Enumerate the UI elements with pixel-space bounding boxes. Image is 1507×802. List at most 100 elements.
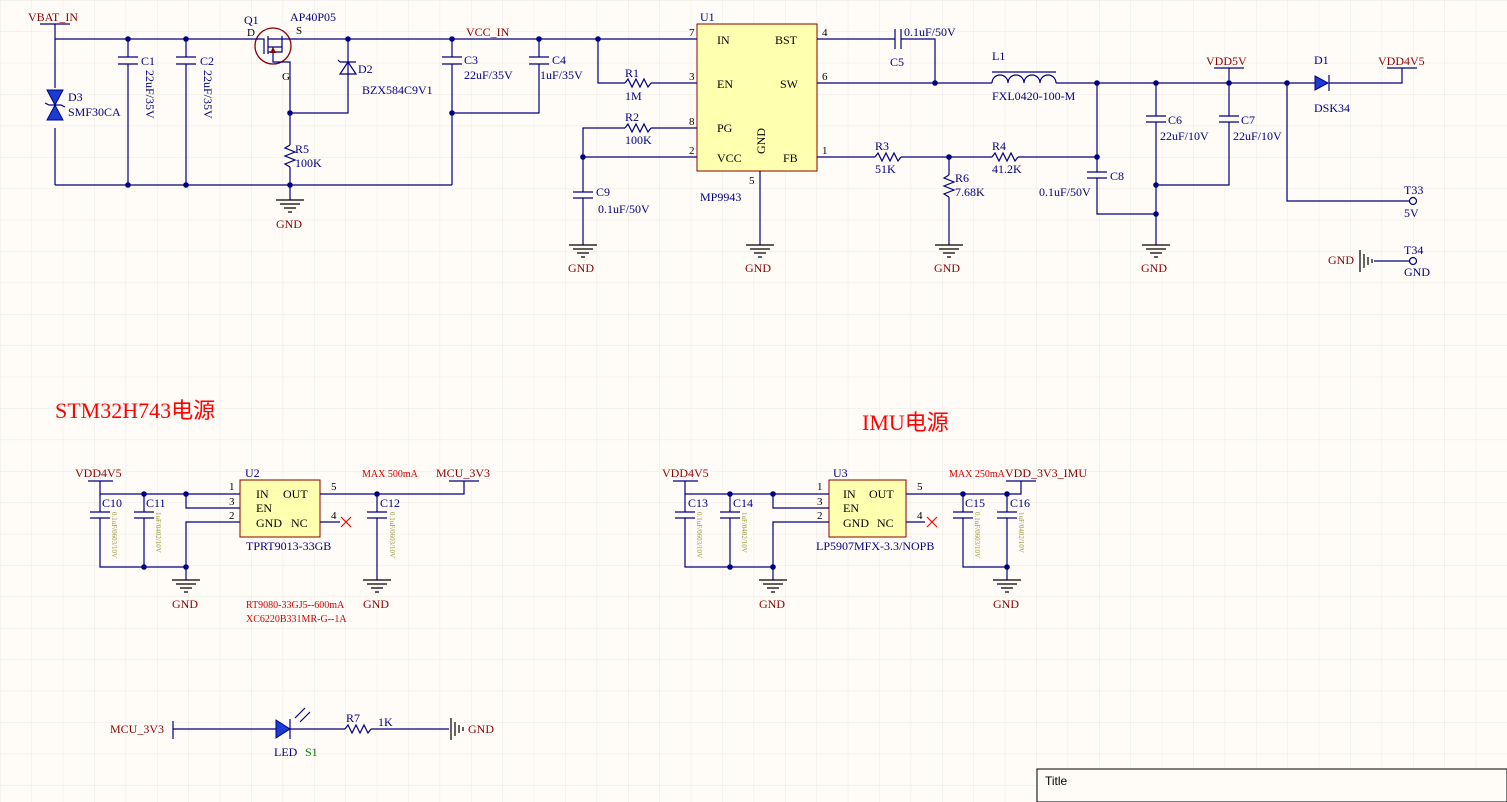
c16-ref: C16 [1010,496,1030,510]
gnd-label-c9: GND [568,261,594,275]
u1-pinnum-3: 3 [689,71,695,83]
u2-pin-out: OUT [283,487,308,501]
u1-ref: U1 [700,10,715,24]
u2-pinnum-4: 4 [331,510,337,522]
c5-ref: C5 [890,55,904,69]
c14-value: 1uF/0402/10V [740,512,748,553]
max-250-note: MAX 250mA [949,469,1006,480]
l1-value: FXL0420-100-M [992,89,1076,103]
c3-value: 22uF/35V [464,68,513,82]
r1-value: 1M [625,89,642,103]
gnd-label: GND [276,217,302,231]
u3-pinnum-4: 4 [917,510,923,522]
q1-pin-d: D [247,27,255,39]
u2-ref: U2 [245,466,260,480]
u3-pinnum-2: 2 [817,510,823,522]
r6-ref: R6 [955,171,969,185]
c12-ref: C12 [380,496,400,510]
title-block-label: Title [1045,774,1068,788]
u2-pin-nc: NC [291,516,308,530]
net-mcu-3v3-led: MCU_3V3 [110,722,164,736]
net-mcu-3v3-u2: MCU_3V3 [436,466,490,480]
u1-pin-gnd: GND [754,128,768,154]
c1-ref: C1 [141,54,155,68]
c9-ref: C9 [596,185,610,199]
r1-ref: R1 [625,66,639,80]
u1-pinnum-8: 8 [689,116,695,128]
c12-value: 0.1uF/0603/10V [388,512,396,558]
stm32-ldo-section: VDD4V5 C10 0.1uF/0603/10V C11 1uF/0402/1… [75,466,490,625]
c5-value: 0.1uF/50V [904,25,956,39]
r2-ref: R2 [625,110,639,124]
d3-ref: D3 [68,90,83,104]
q1-value: AP40P05 [290,10,336,24]
r4-ref: R4 [992,139,1006,153]
t33-ref: T33 [1404,183,1423,197]
c4-ref: C4 [552,53,566,67]
d2-value: BZX584C9V1 [362,83,433,97]
u3-ref: U3 [833,466,848,480]
gnd-label-t34: GND [1328,253,1354,267]
u3-pinnum-3: 3 [817,496,823,508]
r5-value: 100K [295,156,322,170]
nc-cross [340,516,352,528]
gnd-label-r6: GND [934,261,960,275]
u3-pin-en: EN [843,501,859,515]
buck-output-section: 0.1uF/50V C5 L1 FXL0420-100-M VDD5V R3 5… [817,25,1430,279]
u1-pin-en: EN [717,77,733,91]
u2-pin-en: EN [256,501,272,515]
c16-value: 1uF/0402/10V [1017,512,1025,553]
u3-pin-out: OUT [869,487,894,501]
r2-value: 100K [625,133,652,147]
u2-pin-gnd: GND [256,516,282,530]
q1-pin-s: S [296,25,302,37]
t33-value: 5V [1404,206,1419,220]
r7-ref: R7 [346,711,360,725]
net-vbat-in: VBAT_IN [28,10,78,24]
c14-ref: C14 [733,496,753,510]
led-indicator-section: MCU_3V3 LED S1 R7 1K GND [110,707,494,759]
u3-pin-in: IN [843,487,856,501]
c8-value: 0.1uF/50V [1039,185,1091,199]
c4-value: 1uF/35V [540,68,583,82]
c1-value: 22uF/35V [143,70,157,119]
u3-pin-nc: NC [877,516,894,530]
c2-ref: C2 [200,54,214,68]
r6-value: 7.68K [955,185,985,199]
net-vdd-3v3-imu: VDD_3V3_IMU [1005,466,1087,480]
stm32-power-title: STM32H743电源 [55,398,215,423]
led-label: S1 [305,745,318,759]
c11-ref: C11 [146,496,166,510]
c2-value: 22uF/35V [201,70,215,119]
u1-pin-vcc: VCC [717,151,742,165]
buck-ic-u1: U1 IN EN PG VCC BST SW FB GND 7 3 8 2 4 … [689,10,828,275]
r4-value: 41.2K [992,162,1022,176]
r3-value: 51K [875,162,896,176]
pmos-q1 [254,27,292,110]
tvs-diode-d3 [44,89,66,121]
nc-cross-u3 [926,516,938,528]
t34-ref: T34 [1404,243,1423,257]
c15-ref: C15 [965,496,985,510]
zener-d2 [337,59,358,75]
u1-pinnum-2: 2 [689,145,695,157]
u1-value: MP9943 [700,190,741,204]
r5-ref: R5 [295,142,309,156]
u1-pin-in: IN [717,33,730,47]
d1-ref: D1 [1314,53,1329,67]
c7-ref: C7 [1241,113,1255,127]
l1-ref: L1 [992,49,1005,63]
c13-value: 0.1uF/0603/10V [695,512,703,558]
u1-pin-fb: FB [783,151,798,165]
c9-value: 0.1uF/50V [598,202,650,216]
net-vdd4v5-u3: VDD4V5 [662,466,709,480]
c6-ref: C6 [1168,113,1182,127]
u1-pin-pg: PG [717,121,733,135]
c15-value: 0.1uF/0603/10V [973,512,981,558]
u2-pinnum-2: 2 [229,510,235,522]
c8-ref: C8 [1110,169,1124,183]
u1-pinnum-1: 1 [822,145,828,157]
led-ref: LED [274,745,298,759]
net-vdd4v5-u2: VDD4V5 [75,466,122,480]
